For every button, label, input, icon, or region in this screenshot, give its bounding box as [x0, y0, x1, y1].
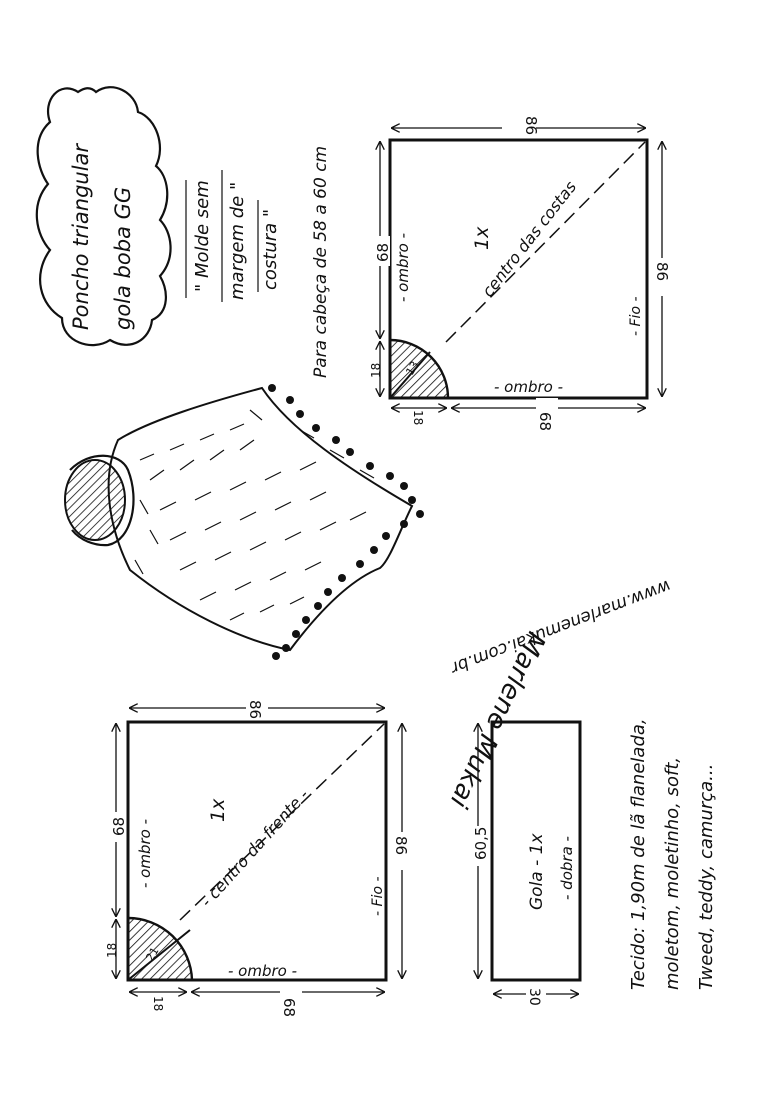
back-shoulder-bottom: - ombro -	[494, 378, 563, 396]
front-shoulder-bottom: - ombro -	[228, 962, 297, 980]
back-neckline	[388, 338, 450, 400]
head-size-note: Para cabeça de 58 a 60 cm	[311, 146, 331, 378]
poncho-fringe	[268, 384, 424, 660]
molde-line-3: costura "	[260, 209, 281, 290]
molde-line-1: " Molde sem	[192, 180, 213, 292]
front-piece: 21 - centro da frente - 1x - ombro - - o…	[105, 698, 414, 1017]
back-grain: - Fio -	[628, 296, 644, 336]
back-piece-outline	[388, 138, 649, 400]
front-piece-outline	[126, 720, 388, 982]
front-left-dim: 68	[110, 817, 128, 836]
poncho-body	[107, 386, 414, 652]
poncho-collar-hole	[64, 459, 126, 541]
front-neck-dim-left: 18	[105, 943, 119, 958]
back-top-dim: 86	[522, 116, 540, 135]
fabric-line-1: Tecido: 1,90m de lã flanelada,	[628, 718, 649, 990]
collar-piece: 60,5 30 Gola - 1x - dobra -	[468, 720, 582, 1006]
collar-outline	[490, 720, 582, 982]
back-bottom-dim: 68	[536, 412, 554, 431]
front-bottom-dim: 68	[280, 998, 298, 1017]
front-grain: - Fio -	[370, 876, 386, 916]
title-line-1: Poncho triangular	[69, 143, 93, 330]
collar-height-dim: 60,5	[472, 827, 490, 860]
fabric-line-3: Tweed, teddy, camurça...	[696, 764, 717, 990]
back-count: 1x	[471, 226, 493, 250]
back-radius-label: 13	[403, 359, 421, 378]
poncho-illustration	[64, 384, 424, 660]
fabric-note: Tecido: 1,90m de lã flanelada, moletom, …	[628, 718, 717, 990]
collar-fold: - dobra -	[558, 836, 576, 900]
front-right-dim: 86	[392, 836, 410, 855]
front-shoulder-left: - ombro -	[136, 819, 154, 888]
molde-note: " Molde sem margem de " costura "	[185, 170, 281, 302]
back-neck-dim-bottom: 18	[411, 410, 425, 425]
collar-label: Gola - 1x	[527, 833, 547, 910]
front-count: 1x	[207, 798, 229, 822]
title-line-2: gola boba GG	[111, 187, 135, 330]
front-radius-label: 21	[143, 945, 161, 964]
back-left-dim: 68	[374, 243, 392, 262]
back-piece: 13 centro das costas 1x - ombro - - ombr…	[369, 116, 672, 431]
front-neckline	[126, 916, 194, 982]
collar-width-dim: 30	[526, 988, 542, 1006]
molde-line-2: margem de "	[227, 182, 248, 300]
title-cloud: Poncho triangular gola boba GG	[35, 86, 172, 347]
back-right-dim: 86	[653, 262, 671, 281]
website-url: www.marlenemukai.com.br	[447, 575, 673, 678]
fabric-line-2: moletom, moletinho, soft,	[662, 757, 683, 990]
back-center-line	[445, 141, 646, 343]
front-top-dim: 86	[246, 700, 264, 719]
cloud-outline	[35, 86, 172, 347]
front-neck-dim-bottom: 18	[151, 996, 165, 1011]
back-shoulder-left: - ombro -	[394, 233, 412, 302]
back-center-label: centro das costas	[478, 177, 580, 300]
back-neck-dim-left: 18	[369, 363, 383, 378]
front-center-line	[179, 723, 385, 921]
